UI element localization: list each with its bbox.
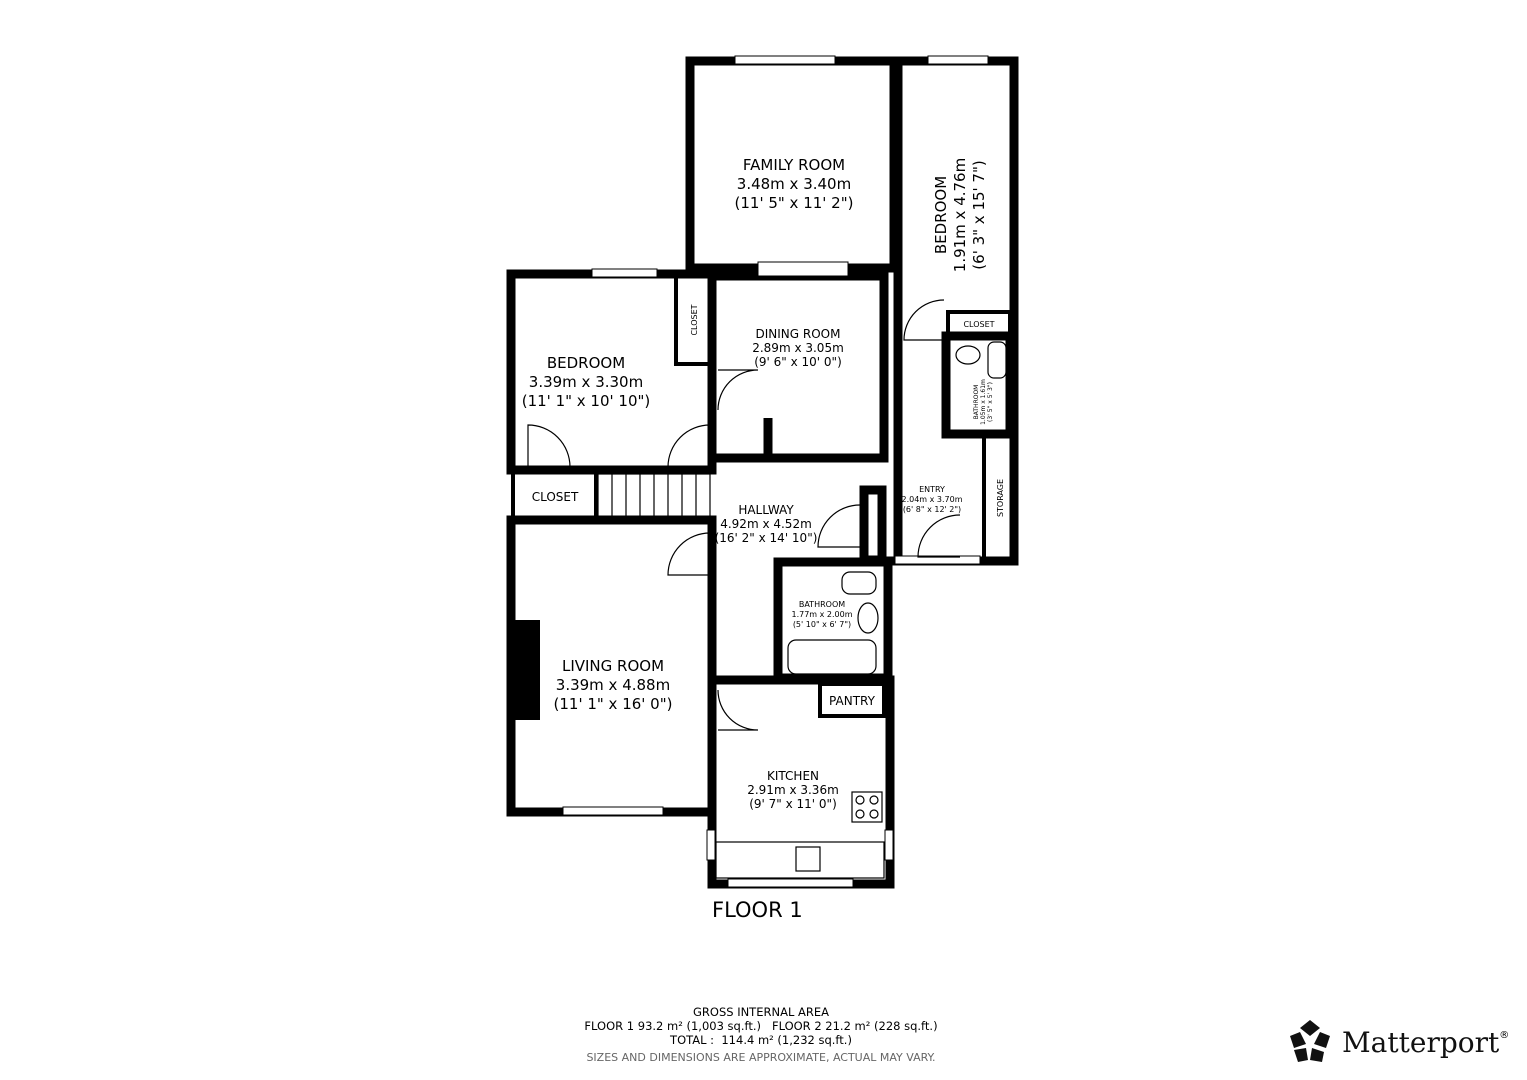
hallway-label: HALLWAY 4.92m x 4.52m (16' 2" x 14' 10") [715,503,818,545]
window [927,55,989,65]
front-door [894,555,981,565]
kitchen-label: KITCHEN 2.91m x 3.36m (9' 7" x 11' 0") [747,769,839,811]
room-metric: 1.77m x 2.00m [791,610,852,619]
window [562,806,664,816]
room-metric: 3.39m x 3.30m [529,373,643,391]
door-swing [903,299,945,341]
room-name: BEDROOM [932,176,950,254]
disclaimer: SIZES AND DIMENSIONS ARE APPROXIMATE, AC… [586,1051,936,1064]
room-name: ENTRY [919,485,945,494]
room-name: BEDROOM [547,354,625,372]
room-imperial: (3' 5" x 5' 3") [987,382,994,422]
gia-floors: FLOOR 1 93.2 m² (1,003 sq.ft.) FLOOR 2 2… [584,1019,938,1033]
room-imperial: (6' 8" x 12' 2") [903,505,961,514]
gia-total: TOTAL : 114.4 m² (1,232 sq.ft.) [670,1033,852,1047]
door-swing [817,504,861,548]
entry-partition [859,485,887,565]
sink [987,341,1007,379]
door-swing [667,532,711,576]
matterport-wordmark: Matterport [1342,1025,1500,1059]
room-name: HALLWAY [738,503,794,517]
family-room-label: FAMILY ROOM 3.48m x 3.40m (11' 5" x 11' … [735,156,854,212]
toilet [955,345,981,365]
room-metric: 1.91m x 4.76m [951,158,969,272]
windows [562,55,989,888]
fireplace [510,620,540,720]
door-swing [917,514,961,558]
room-name: KITCHEN [767,769,819,783]
matterport-mark-icon [1290,1020,1330,1062]
stove [851,791,883,823]
room-imperial: (11' 1" x 16' 0") [554,695,673,713]
room-imperial: (16' 2" x 14' 10") [715,531,818,545]
room-name: BATHROOM [973,385,980,420]
window [884,829,894,861]
bedroom-left-label: BEDROOM 3.39m x 3.30m (11' 1" x 10' 10") [522,354,651,410]
room-metric: 2.91m x 3.36m [747,783,839,797]
bathtub [787,639,877,675]
floor-label: FLOOR 1 [712,898,803,922]
bedroom-left-walls [506,269,717,475]
sink [841,571,877,595]
dining-room-label: DINING ROOM 2.89m x 3.05m (9' 6" x 10' 0… [752,327,844,369]
matterport-logo: Matterport ® [1286,1018,1509,1066]
room-imperial: (6' 3" x 15' 7") [970,160,988,269]
room-metric: 2.89m x 3.05m [752,341,844,355]
entry-label: ENTRY 2.04m x 3.70m (6' 8" x 12' 2") [901,485,962,514]
stairs [597,473,711,519]
registered-mark: ® [1499,1029,1510,1041]
window [591,268,658,278]
pantry-label: PANTRY [829,694,876,708]
window [706,829,716,861]
storage-label: STORAGE [996,479,1005,517]
small-bathroom-walls [941,331,1015,439]
room-imperial: (9' 7" x 11' 0") [749,797,837,811]
room-imperial: (5' 10" x 6' 7") [793,620,851,629]
room-metric: 1.05m x 1.61m [980,379,987,425]
closet-right-label: CLOSET [963,320,994,329]
room-name: FAMILY ROOM [743,156,845,174]
room-name: BATHROOM [799,600,845,609]
living-room-label: LIVING ROOM 3.39m x 4.88m (11' 1" x 16' … [554,657,673,713]
door-swing [717,689,759,731]
room-imperial: (11' 1" x 10' 10") [522,392,651,410]
door-swing [667,424,711,468]
gia-heading: GROSS INTERNAL AREA [692,1005,829,1019]
room-name: DINING ROOM [756,327,841,341]
fixtures [715,341,1007,879]
doors [527,299,961,731]
room-metric: 3.48m x 3.40m [737,175,851,193]
door-swing [527,424,571,468]
opening [757,261,849,277]
bedroom-closet-walls [674,274,712,366]
small-bathroom-label: BATHROOM 1.05m x 1.61m (3' 5" x 5' 3") [973,379,994,425]
kitchen-sink [795,846,821,872]
room-metric: 2.04m x 3.70m [901,495,962,504]
room-imperial: (9' 6" x 10' 0") [754,355,842,369]
toilet [857,602,879,634]
closet-left-label: CLOSET [532,490,579,504]
room-imperial: (11' 5" x 11' 2") [735,194,854,212]
room-metric: 3.39m x 4.88m [556,676,670,694]
window [734,55,836,65]
room-metric: 4.92m x 4.52m [720,517,812,531]
window [727,878,854,888]
bedroom-closet-label: CLOSET [690,304,699,335]
door-swing [717,369,759,411]
counter [715,841,885,879]
bathroom-label: BATHROOM 1.77m x 2.00m (5' 10" x 6' 7") [791,600,852,629]
room-name: LIVING ROOM [562,657,664,675]
bedroom-right-label: BEDROOM 1.91m x 4.76m (6' 3" x 15' 7") [932,158,988,272]
